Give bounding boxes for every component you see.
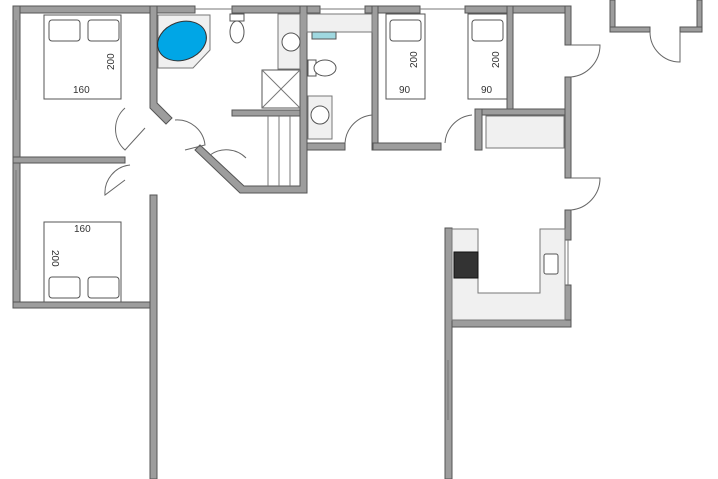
bed-length-label: 200 (491, 51, 502, 68)
doors[interactable] (104, 31, 681, 211)
bathtub (157, 20, 207, 62)
bathroom-fixtures (157, 13, 373, 186)
bed-width-label: 90 (399, 85, 411, 96)
bed-bedroom-2: 160 200 (43, 221, 122, 303)
sink (543, 253, 559, 275)
kitchen (451, 115, 566, 321)
stairs (267, 116, 291, 186)
bed-length-label: 200 (409, 51, 420, 68)
bed-width-label: 160 (73, 85, 90, 96)
bed-width-label: 90 (481, 85, 493, 96)
windows (15, 8, 569, 420)
bed-length-label: 200 (106, 53, 117, 70)
bed-bedroom-4: 90 200 (467, 13, 508, 100)
bed-width-label: 160 (74, 224, 91, 235)
hob (453, 251, 479, 279)
bed-length-label: 200 (49, 250, 60, 267)
bed-bedroom-1: 160 200 (43, 14, 122, 100)
bed-bedroom-3: 90 200 (385, 13, 426, 100)
